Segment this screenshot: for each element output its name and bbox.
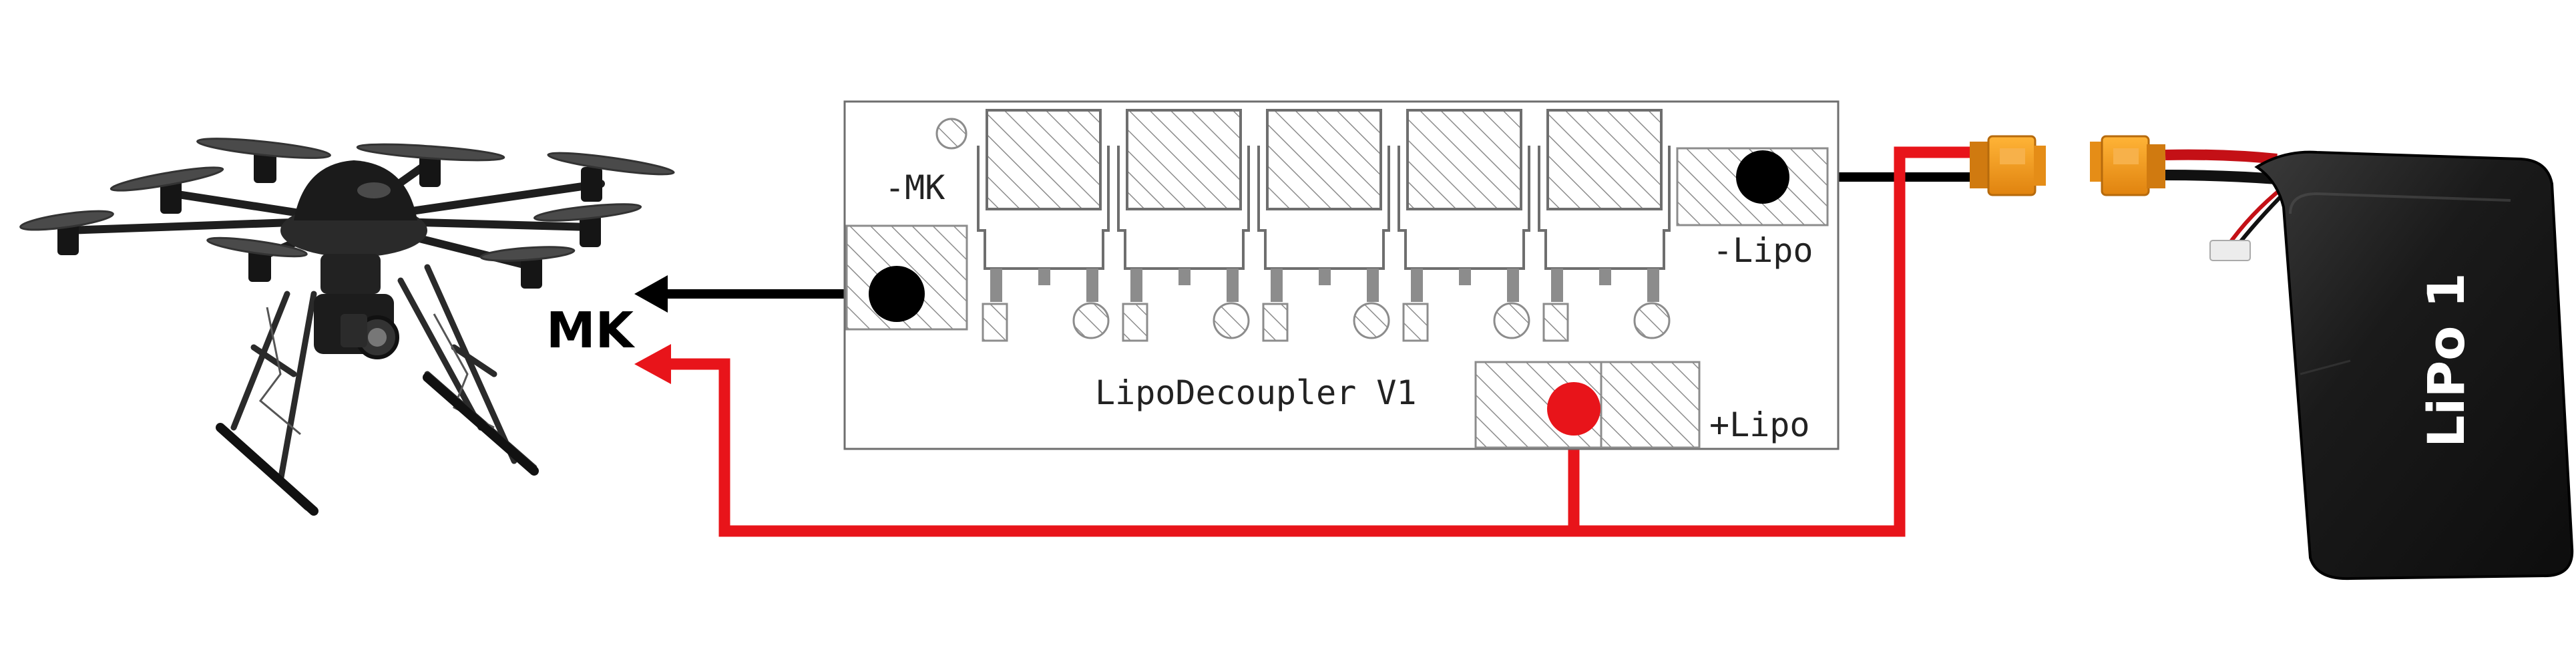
minus-lipo-label: -Lipo xyxy=(1713,231,1813,270)
battery-lead-red xyxy=(2165,149,2278,164)
drone-icon xyxy=(19,138,675,516)
positive-wire-arrowhead xyxy=(634,344,671,384)
mounting-hole xyxy=(935,118,968,150)
lipo-decoupler-board: -MK -Lipo +Lipo LipoDecoupler V1 xyxy=(843,100,1840,450)
minus-mk-terminal xyxy=(869,266,925,322)
solder-pads xyxy=(982,302,1671,342)
xt60-connector-male-icon xyxy=(1970,135,2046,196)
plus-lipo-label: +Lipo xyxy=(1709,405,1810,444)
board-title: LipoDecoupler V1 xyxy=(1095,373,1417,412)
plus-lipo-terminal xyxy=(1547,382,1600,436)
battery-lead-black xyxy=(2165,170,2278,184)
lipo-battery-icon xyxy=(2209,150,2574,580)
minus-mk-label: -MK xyxy=(885,168,945,207)
mk-target-label: MK xyxy=(546,302,636,359)
xt60-connector-female-icon xyxy=(2090,135,2165,196)
mosfet-array xyxy=(977,109,1671,270)
positive-wire-main xyxy=(664,146,1980,537)
minus-lipo-terminal xyxy=(1736,150,1789,204)
mosfet-leads xyxy=(990,269,1659,302)
battery-label: LiPo 1 xyxy=(2416,273,2476,448)
